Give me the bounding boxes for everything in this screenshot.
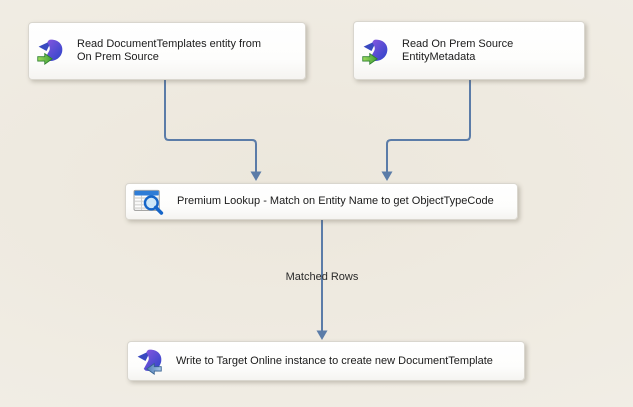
data-path-source2-to-lookup[interactable] xyxy=(381,80,471,181)
task-source-entitymetadata[interactable]: Read On Prem Source EntityMetadata xyxy=(353,21,585,80)
dataverse-source-icon xyxy=(361,37,389,65)
task-label: Premium Lookup - Match on Entity Name to… xyxy=(177,195,494,207)
dataverse-source-icon xyxy=(36,37,64,65)
task-premium-lookup[interactable]: Premium Lookup - Match on Entity Name to… xyxy=(125,183,518,220)
lookup-icon xyxy=(133,188,164,216)
dataverse-destination-icon xyxy=(135,347,163,375)
task-label: Write to Target Online instance to creat… xyxy=(176,354,493,367)
path-label-matched-rows: Matched Rows xyxy=(285,271,359,283)
data-path-lookup-to-destination[interactable] xyxy=(316,220,328,340)
task-label: Read On Prem Source EntityMetadata xyxy=(402,37,514,63)
task-source-documenttemplates[interactable]: Read DocumentTemplates entity from On Pr… xyxy=(28,22,306,80)
task-destination-write[interactable]: Write to Target Online instance to creat… xyxy=(127,341,525,381)
data-path-source1-to-lookup[interactable] xyxy=(164,80,262,181)
task-label: Read DocumentTemplates entity from On Pr… xyxy=(77,38,262,63)
